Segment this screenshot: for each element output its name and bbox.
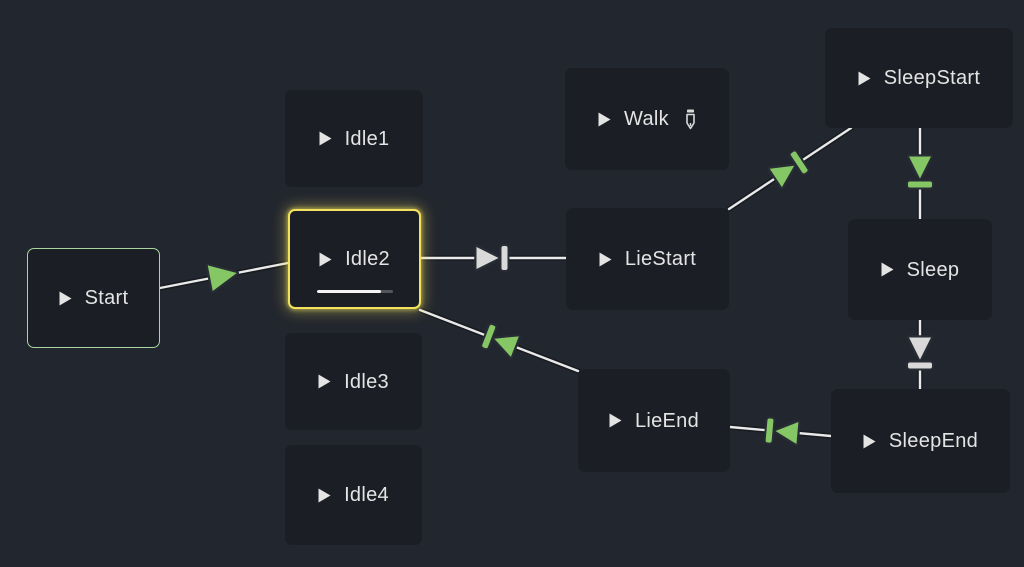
state-node-idle4[interactable]: Idle4 (285, 445, 422, 545)
play-icon (858, 71, 871, 85)
state-node-label: Walk (624, 108, 669, 130)
state-node-start[interactable]: Start (27, 248, 160, 348)
state-node-label: Start (84, 287, 129, 309)
state-node-walk[interactable]: Walk (565, 68, 729, 170)
state-node-idle1[interactable]: Idle1 (285, 90, 423, 187)
playback-progress-fill (316, 290, 382, 293)
edit-pencil-icon[interactable] (685, 109, 696, 130)
play-icon (598, 112, 611, 126)
transition-at-end-icon[interactable] (763, 416, 801, 447)
state-node-label-row: Start (59, 288, 129, 308)
state-node-idle2[interactable]: Idle2 (288, 209, 421, 309)
play-icon (319, 131, 332, 146)
state-node-label: Idle4 (344, 484, 389, 506)
state-node-idle3[interactable]: Idle3 (285, 333, 422, 430)
transition-at-end-icon[interactable] (474, 244, 510, 272)
state-node-label-row: Sleep (881, 260, 960, 280)
state-node-sleepstart[interactable]: SleepStart (825, 28, 1013, 128)
transition-sleepend-to-lieend[interactable] (727, 416, 834, 447)
state-node-label: Idle2 (345, 248, 390, 270)
state-node-label-row: LieStart (599, 249, 696, 269)
playback-progress-bar (316, 290, 393, 293)
transition-sleepstart-to-sleep[interactable] (906, 125, 934, 222)
state-node-label: LieEnd (634, 409, 700, 432)
state-node-lieend[interactable]: LieEnd (578, 369, 730, 472)
state-node-liestart[interactable]: LieStart (566, 208, 729, 310)
play-icon (318, 374, 331, 389)
transition-idle2-to-liestart[interactable] (418, 244, 569, 272)
state-node-label: SleepStart (883, 67, 981, 89)
play-icon (319, 252, 332, 266)
state-node-label-row: SleepStart (858, 68, 980, 88)
state-node-label: Idle1 (344, 127, 390, 150)
transition-liestart-to-sleepstart[interactable] (726, 125, 854, 212)
play-icon (881, 262, 894, 277)
transition-start-to-idle2[interactable] (157, 260, 291, 294)
play-icon (318, 488, 331, 502)
state-node-sleep[interactable]: Sleep (848, 219, 992, 320)
state-node-label-row: LieEnd (609, 411, 699, 431)
state-node-label: LieStart (624, 248, 697, 270)
state-node-label-row: Idle2 (319, 249, 390, 269)
state-node-label-row: Idle3 (318, 372, 389, 392)
state-node-sleepend[interactable]: SleepEnd (831, 389, 1010, 493)
state-node-label-row: SleepEnd (863, 431, 978, 451)
play-icon (863, 434, 876, 448)
transition-sleep-to-sleepend[interactable] (906, 317, 934, 392)
play-icon (599, 252, 612, 266)
state-node-label: Idle3 (344, 370, 389, 393)
state-node-label: Sleep (906, 258, 960, 281)
play-icon (59, 291, 72, 305)
transition-lieend-to-idle2[interactable] (417, 307, 581, 374)
transition-at-end-icon[interactable] (906, 154, 934, 190)
transition-at-end-icon[interactable] (767, 149, 810, 190)
transition-at-end-icon[interactable] (480, 322, 522, 360)
transition-immediate-icon[interactable] (205, 260, 240, 294)
state-node-label-row: Walk (598, 109, 696, 130)
state-node-label: SleepEnd (888, 430, 979, 452)
state-node-label-row: Idle4 (318, 485, 389, 505)
state-node-label-row: Idle1 (319, 129, 390, 149)
play-icon (609, 413, 622, 428)
transition-at-end-icon[interactable] (906, 335, 934, 371)
